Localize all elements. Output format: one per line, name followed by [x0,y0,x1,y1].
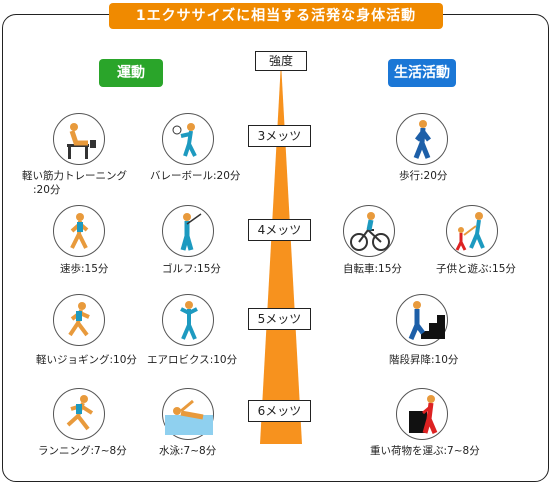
brisk-walk-icon [53,205,105,257]
exercise-label-2: 速歩:15分 [60,263,109,275]
exercise-label-6: ランニング:7~8分 [38,445,127,457]
aerobics-icon [162,294,214,346]
exercise-label-3: ゴルフ:15分 [162,263,221,275]
exercise-label-4: 軽いジョギング:10分 [36,354,137,366]
walking-icon [396,113,448,165]
daily-label-4: 重い荷物を運ぶ:7~8分 [370,445,480,457]
exercise-label-1: バレーボール:20分 [150,170,241,182]
exercise-label-7: 水泳:7~8分 [159,445,217,457]
bicycle-icon [343,205,395,257]
intensity-label: 強度 [255,51,307,71]
running-icon [53,388,105,440]
mets-5-label: 5メッツ [248,308,311,330]
playing-with-children-icon [446,205,498,257]
volleyball-icon [162,113,214,165]
daily-label-2: 子供と遊ぶ:15分 [436,263,516,275]
swimming-icon [162,388,214,440]
mets-3-label: 3メッツ [248,125,311,147]
jogging-icon [53,294,105,346]
exercise-label-0: 軽い筋力トレーニング [22,170,127,182]
category-daily-life: 生活活動 [388,59,456,87]
strength-training-icon [53,113,105,165]
page-title: 1エクササイズに相当する活発な身体活動 [109,3,443,29]
exercise-label-5: エアロビクス:10分 [147,354,238,366]
daily-label-3: 階段昇降:10分 [389,354,459,366]
stairs-icon [396,294,448,346]
category-exercise: 運動 [99,59,163,87]
exercise-time-0: :20分 [33,184,61,196]
daily-label-0: 歩行:20分 [399,170,448,182]
daily-label-1: 自転車:15分 [343,263,402,275]
golf-icon [162,205,214,257]
carrying-heavy-load-icon [396,388,448,440]
mets-4-label: 4メッツ [248,219,311,241]
mets-6-label: 6メッツ [248,400,311,422]
